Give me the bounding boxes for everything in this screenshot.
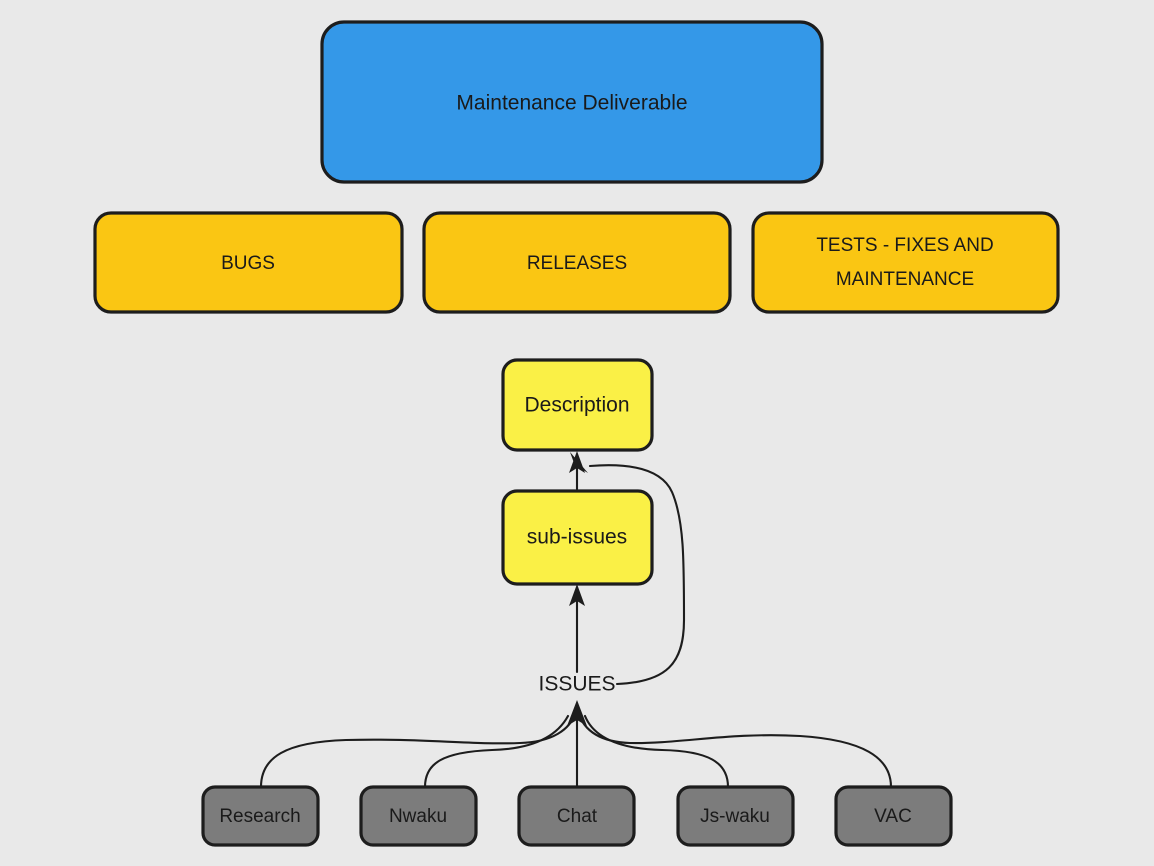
tests-fixes-maintenance-box[interactable] [751, 211, 1060, 314]
node-releases[interactable]: RELEASES [422, 211, 732, 314]
description-box[interactable] [501, 358, 654, 452]
bugs-box[interactable] [93, 211, 404, 314]
edge-nwaku-to-issues [423, 714, 570, 789]
node-maintenance-deliverable[interactable]: Maintenance Deliverable [320, 20, 824, 184]
edge-issues-to-subissues-arrowhead [569, 584, 585, 606]
sub-issues-label: sub-issues [527, 526, 627, 549]
releases-label: RELEASES [527, 253, 627, 274]
research-label: Research [219, 806, 300, 827]
edge-issues-to-description [570, 452, 686, 686]
edge-vac-to-issues-curve [576, 710, 893, 789]
edge-issues-to-subissues [569, 584, 585, 674]
edge-issues-to-description-curve [588, 464, 686, 686]
vac-box[interactable] [834, 785, 953, 847]
nwaku-label: Nwaku [389, 806, 447, 827]
sub-issues-box[interactable] [501, 489, 654, 586]
edge-nwaku-to-issues-curve [423, 714, 570, 789]
node-bugs[interactable]: BUGS [93, 211, 404, 314]
node-research[interactable]: Research [201, 785, 320, 847]
tests-fixes-maintenance-label-line2: MAINTENANCE [836, 269, 974, 290]
tests-fixes-maintenance-label-line1: TESTS - FIXES AND [816, 235, 993, 256]
sources-junction-arrowhead [567, 700, 587, 726]
chat-box[interactable] [517, 785, 636, 847]
node-tests-fixes-and-maintenance[interactable]: TESTS - FIXES AND MAINTENANCE [751, 211, 1060, 314]
node-description[interactable]: Description [501, 358, 654, 452]
node-sub-issues[interactable]: sub-issues [501, 489, 654, 586]
node-js-waku[interactable]: Js-waku [676, 785, 795, 847]
research-box[interactable] [201, 785, 320, 847]
node-nwaku[interactable]: Nwaku [359, 785, 478, 847]
edge-jswaku-to-issues-curve [583, 714, 730, 789]
chat-label: Chat [557, 806, 598, 827]
edge-vac-to-issues [576, 710, 893, 789]
edge-sources-junction-arrowhead [567, 700, 587, 726]
description-label: Description [524, 394, 629, 417]
vac-label: VAC [874, 806, 912, 827]
edge-label-issues: ISSUES [538, 673, 615, 696]
nwaku-box[interactable] [359, 785, 478, 847]
node-chat[interactable]: Chat [517, 785, 636, 847]
edge-issues-to-description-arrowhead [570, 452, 588, 474]
bugs-label: BUGS [221, 253, 275, 274]
maintenance-deliverable-box[interactable] [320, 20, 824, 184]
js-waku-box[interactable] [676, 785, 795, 847]
edge-jswaku-to-issues [583, 714, 730, 789]
edge-research-to-issues-curve [259, 710, 578, 789]
releases-box[interactable] [422, 211, 732, 314]
maintenance-deliverable-label: Maintenance Deliverable [456, 92, 687, 115]
js-waku-label: Js-waku [700, 806, 770, 827]
edge-research-to-issues [259, 710, 578, 789]
node-vac[interactable]: VAC [834, 785, 953, 847]
